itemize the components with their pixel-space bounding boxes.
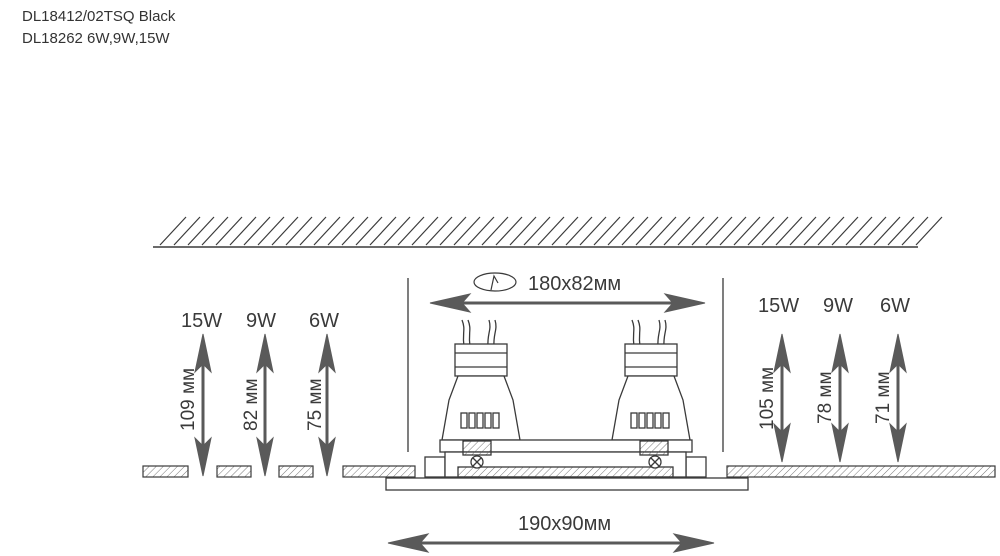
bottom-width-arrow (387, 533, 715, 553)
header: DL18412/02TSQ Black DL18262 6W,9W,15W (22, 6, 175, 50)
left-arrow-15 (194, 333, 212, 477)
ceiling-hatch-line (313, 216, 341, 246)
bottom-width-dimension: 190x90мм (387, 513, 715, 553)
right-watt-6: 6W (880, 295, 910, 317)
ceiling-hatch-line (691, 216, 719, 246)
ceiling-hatch-line (327, 216, 355, 246)
left-depth-9: 82 мм (241, 378, 262, 431)
ceiling-hatch-line (593, 216, 621, 246)
ceiling-hatch-line (173, 216, 201, 246)
model-line: DL18412/02TSQ Black (22, 8, 176, 25)
right-watt-15: 15W (758, 295, 799, 317)
ceiling-hatch-line (789, 216, 817, 246)
ceiling-hatch-line (187, 216, 215, 246)
ceiling-hatch-line (509, 216, 537, 246)
ceiling-hatch-line (523, 216, 551, 246)
ceiling-hatch-line (649, 216, 677, 246)
right-depth-15: 105 мм (757, 367, 778, 430)
left-arrow-9 (256, 333, 274, 477)
ceiling-hatch-line (467, 216, 495, 246)
ceiling-hatch-line (663, 216, 691, 246)
ceiling-hatch-line (201, 216, 229, 246)
ceiling-hatch-line (411, 216, 439, 246)
right-watt-9: 9W (823, 295, 853, 317)
left-watt-9: 9W (246, 310, 276, 332)
bottom-width-label: 190x90мм (518, 513, 611, 535)
ceiling-hatch-line (607, 216, 635, 246)
ceiling-hatch-line (229, 216, 257, 246)
top-width-arrow (429, 293, 706, 313)
ceiling-hatch-line (817, 216, 845, 246)
ceiling-hatch-line (761, 216, 789, 246)
right-heights: 15W 9W 6W 105 мм 78 мм 71 мм (757, 295, 910, 463)
ceiling-hatch-line (859, 216, 887, 246)
top-width-dimension: 180x82мм (429, 272, 706, 313)
ceiling-hatch-line (159, 216, 187, 246)
left-arrow-6 (318, 333, 336, 477)
left-watt-6: 6W (309, 310, 339, 332)
ceiling-hatch-line (565, 216, 593, 246)
ceiling-hatch-line (621, 216, 649, 246)
ceiling-panels (142, 465, 996, 478)
ceiling-hatch-line (397, 216, 425, 246)
ceiling-hatch-line (901, 216, 929, 246)
ceiling-hatch-line (341, 216, 369, 246)
ceiling-hatch-line (873, 216, 901, 246)
right-depth-6: 71 мм (873, 371, 894, 424)
top-width-label: 180x82мм (528, 273, 621, 295)
ceiling-hatch-line (915, 216, 943, 246)
ceiling-hatch-line (257, 216, 285, 246)
ceiling-hatch-line (733, 216, 761, 246)
ceiling-hatch-line (285, 216, 313, 246)
ceiling-hatch-line (369, 216, 397, 246)
right-arrow-9 (831, 333, 849, 463)
ceiling-hatch-line (271, 216, 299, 246)
rotate-icon (473, 272, 517, 292)
ceiling-hatch-line (775, 216, 803, 246)
ceiling-hatch-line (355, 216, 383, 246)
ceiling-hatch-line (425, 216, 453, 246)
left-watt-15: 15W (181, 310, 222, 332)
ceiling-hatch-line (831, 216, 859, 246)
right-lamp-fins (630, 412, 670, 429)
ceiling-hatch-line (579, 216, 607, 246)
fixture (385, 319, 749, 491)
ceiling-hatch-line (299, 216, 327, 246)
ceiling-hatch-line (887, 216, 915, 246)
ceiling-hatch-line (635, 216, 663, 246)
ceiling-hatch-line (383, 216, 411, 246)
ceiling-hatch-line (719, 216, 747, 246)
ceiling-hatch-line (215, 216, 243, 246)
ceiling-hatch-line (551, 216, 579, 246)
ceiling-hatch-line (845, 216, 873, 246)
ceiling-hatch-line (495, 216, 523, 246)
ceiling-hatch-line (677, 216, 705, 246)
cutout-guides (407, 278, 724, 452)
ceiling-hatch-line (747, 216, 775, 246)
left-depth-6: 75 мм (305, 378, 326, 431)
ceiling-hatch-line (243, 216, 271, 246)
variant-line: DL18262 6W,9W,15W (22, 30, 170, 47)
ceiling-hatch-line (803, 216, 831, 246)
left-depth-15: 109 мм (178, 368, 199, 431)
ceiling-hatch-line (481, 216, 509, 246)
left-lamp-fins (460, 412, 500, 429)
ceiling-hatch-line (537, 216, 565, 246)
right-arrow-15 (773, 333, 791, 463)
ceiling-hatch-line (705, 216, 733, 246)
left-heights: 15W 9W 6W 109 мм 82 мм 75 мм (178, 310, 339, 477)
ceiling (153, 216, 943, 248)
ceiling-hatch-line (439, 216, 467, 246)
right-arrow-6 (889, 333, 907, 463)
ceiling-hatch-line (453, 216, 481, 246)
right-depth-9: 78 мм (815, 371, 836, 424)
